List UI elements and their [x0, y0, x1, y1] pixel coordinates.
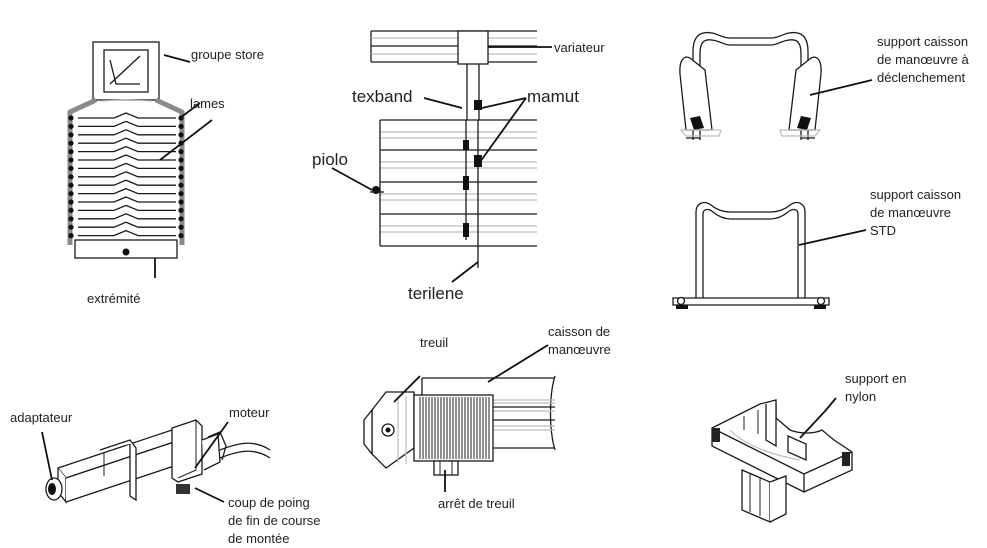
slat-clip-left	[68, 199, 74, 205]
slat-clip-left	[68, 115, 74, 121]
label-caisson-manoeuvre: caisson de manœuvre	[548, 323, 611, 359]
slat-clip-left	[68, 123, 74, 129]
label-treuil: treuil	[420, 335, 449, 350]
lame-slat	[78, 120, 176, 128]
slat-clip-right	[178, 149, 184, 155]
label-support-nylon-line2: nylon	[845, 389, 877, 404]
lame-slat	[78, 137, 176, 144]
label-groupe-store: groupe store	[191, 47, 264, 62]
variateur-slats	[379, 119, 537, 247]
variateur-illustration	[331, 30, 552, 283]
slat-clip-right	[178, 199, 184, 205]
slat-clip-right	[178, 157, 184, 163]
variateur-slat-shade	[380, 193, 537, 201]
slat-clip-left	[68, 132, 74, 138]
label-support-std-line1: support caisson	[870, 187, 962, 202]
treuil-illustration	[363, 344, 556, 492]
slat-clip-right	[178, 123, 184, 129]
lame-slat	[78, 145, 176, 153]
support-std-illustration	[672, 201, 867, 309]
variateur-slat-shade	[380, 225, 537, 233]
slat-clip-left	[68, 157, 74, 163]
support-declenchement-illustration	[679, 31, 873, 140]
label-coup-de-poing-line1: coup de poing	[228, 495, 310, 510]
slat-clip-right	[178, 165, 184, 171]
slat-clip-right	[178, 216, 184, 222]
slat-clip-left	[68, 165, 74, 171]
slat-clip-right	[178, 233, 184, 239]
slat-clip-left	[68, 182, 74, 188]
slat-clip-left	[68, 149, 74, 155]
label-support-nylon: support en nylon	[845, 370, 906, 406]
slat-clip-left	[68, 207, 74, 213]
label-support-declenchement-line2: de manœuvre à	[877, 52, 969, 67]
label-caisson-manoeuvre-line1: caisson de	[548, 324, 611, 339]
lame-slat	[78, 229, 176, 237]
lame-slat	[78, 204, 176, 212]
label-terilene: terilene	[408, 284, 464, 303]
label-support-nylon-line1: support en	[845, 371, 907, 386]
slat-clip-left	[68, 224, 74, 230]
lames-slats	[68, 112, 184, 239]
support-nylon-illustration	[711, 397, 853, 523]
lame-slat	[78, 154, 176, 161]
lame-slat	[78, 196, 176, 203]
slat-clip-left	[68, 191, 74, 197]
slat-clip-left	[68, 216, 74, 222]
slat-clip-left	[68, 233, 74, 239]
groupe-store-illustration	[67, 41, 213, 278]
slat-clip-left	[68, 140, 74, 146]
variateur-slat-shade	[380, 161, 537, 169]
lame-slat	[78, 129, 176, 136]
label-piolo: piolo	[312, 150, 348, 169]
lame-slat	[78, 213, 176, 220]
label-support-declenchement-line3: déclenchement	[877, 70, 966, 85]
label-coup-de-poing-line3: de montée	[228, 531, 290, 546]
variateur-slat-shade	[380, 131, 537, 139]
label-coup-de-poing: coup de poing de fin de course de montée	[228, 494, 321, 548]
label-mamut: mamut	[527, 87, 579, 106]
treuil-drum	[419, 397, 490, 459]
slat-clip-right	[178, 191, 184, 197]
slat-clip-left	[68, 174, 74, 180]
label-support-std: support caisson de manœuvre STD	[870, 186, 961, 240]
label-support-std-line3: STD	[870, 223, 896, 238]
label-variateur: variateur	[554, 40, 605, 55]
label-adaptateur: adaptateur	[10, 410, 73, 425]
slat-clip-right	[178, 132, 184, 138]
lame-slat	[78, 221, 176, 228]
label-lames: lames	[190, 96, 225, 111]
label-texband: texband	[352, 87, 413, 106]
label-arret-de-treuil: arrêt de treuil	[438, 496, 515, 511]
label-caisson-manoeuvre-line2: manœuvre	[548, 342, 611, 357]
lame-slat	[78, 112, 176, 119]
label-moteur: moteur	[229, 405, 270, 420]
label-coup-de-poing-line2: de fin de course	[228, 513, 321, 528]
slat-clip-right	[178, 182, 184, 188]
label-support-declenchement-line1: support caisson	[877, 34, 969, 49]
label-extremite: extrémité	[87, 291, 141, 306]
slat-clip-right	[178, 174, 184, 180]
label-support-std-line2: de manœuvre	[870, 205, 951, 220]
moteur-illustration	[41, 419, 271, 504]
lame-slat	[78, 162, 176, 170]
lame-slat	[78, 179, 176, 186]
slat-clip-right	[178, 224, 184, 230]
slat-clip-right	[178, 207, 184, 213]
label-support-declenchement: support caisson de manœuvre à déclenchem…	[877, 33, 969, 87]
lame-slat	[78, 171, 176, 178]
lame-slat	[78, 187, 176, 195]
